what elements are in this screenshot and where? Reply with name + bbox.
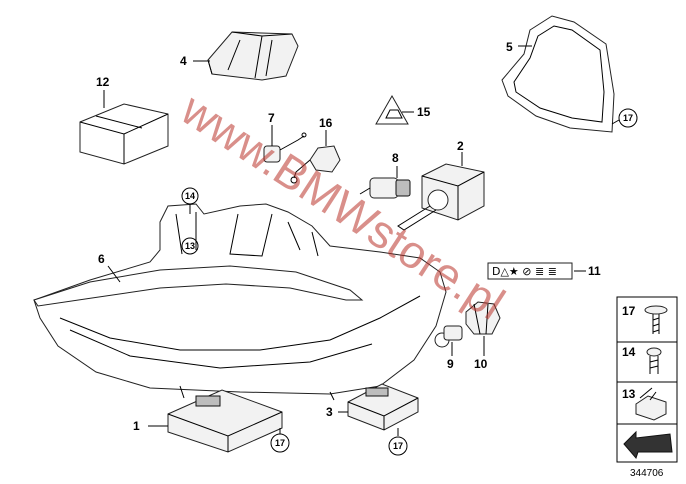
part-5-gasket xyxy=(501,15,615,133)
clip-nut-icon xyxy=(635,387,667,421)
part-12-box xyxy=(79,103,169,165)
callout-17-unit3: 17 xyxy=(393,441,403,451)
callout-1: 1 xyxy=(133,419,140,433)
reference-number: 344706 xyxy=(630,468,664,479)
arrow-indicator-icon xyxy=(623,430,673,459)
torx-screw-icon xyxy=(644,305,668,334)
label-symbols: D△★ ⊘ ≣ ≣ xyxy=(492,265,557,278)
part-15-warning-label xyxy=(375,94,409,125)
callout-circle-17 xyxy=(270,433,290,453)
callout-4: 4 xyxy=(180,54,187,68)
part-8-xenon-bulb xyxy=(359,177,411,199)
callout-15: 15 xyxy=(417,105,431,119)
callout-7: 7 xyxy=(268,111,275,125)
callout-3: 3 xyxy=(326,405,333,419)
callout-5: 5 xyxy=(506,40,513,54)
callout-14-housing: 14 xyxy=(185,191,195,201)
panel-label-14: 14 xyxy=(622,345,636,359)
hex-screw-icon xyxy=(646,347,662,374)
part-3-control-unit xyxy=(347,383,419,431)
callout-12: 12 xyxy=(96,75,110,89)
callout-circle-13 xyxy=(181,237,199,255)
part-2-igniter xyxy=(397,163,485,231)
headlight-housing xyxy=(33,203,447,401)
part-9-small-bulb xyxy=(434,325,463,348)
callout-11: 11 xyxy=(588,264,601,278)
part-16-socket xyxy=(290,145,341,184)
callout-9: 9 xyxy=(447,357,454,371)
part-4-cover-cap xyxy=(207,31,299,81)
panel-label-13: 13 xyxy=(622,387,636,401)
fastener-panel: 17 14 13 xyxy=(616,296,678,463)
callout-circle-17 xyxy=(388,436,408,456)
callout-17-gasket: 17 xyxy=(623,113,633,123)
callout-13-housing: 13 xyxy=(185,241,195,251)
panel-label-17: 17 xyxy=(622,304,636,318)
callout-circle-17 xyxy=(618,108,638,128)
part-1-control-unit xyxy=(167,389,283,453)
callout-6: 6 xyxy=(98,252,105,266)
callout-10: 10 xyxy=(474,357,488,371)
part-10-cap xyxy=(465,301,501,335)
callout-17-unit1: 17 xyxy=(275,438,285,448)
part-11-label: D△★ ⊘ ≣ ≣ xyxy=(487,262,573,280)
callout-16: 16 xyxy=(319,116,333,130)
part-7-bulb xyxy=(263,132,307,163)
callout-2: 2 xyxy=(457,139,464,153)
callout-8: 8 xyxy=(392,151,399,165)
part-6-trim-strip xyxy=(33,265,364,307)
